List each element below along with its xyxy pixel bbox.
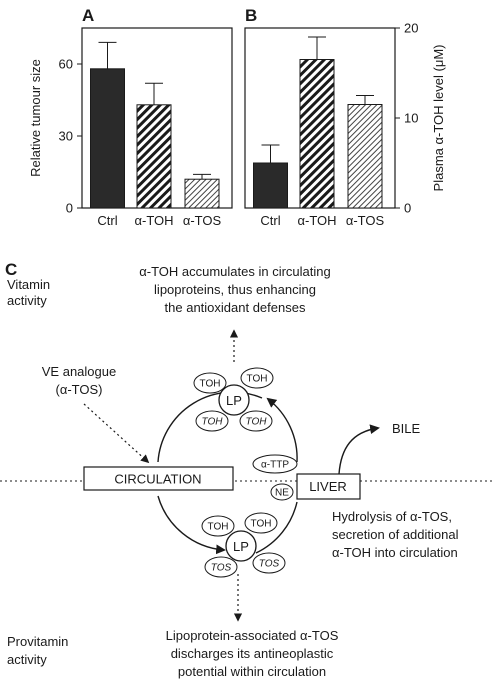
chart-a-category-label: α-TOH	[134, 213, 173, 228]
top-text-line2: lipoproteins, thus enhancing	[154, 282, 316, 297]
chart-b-category-label: Ctrl	[260, 213, 280, 228]
hydrolysis-line2: secretion of additional	[332, 527, 459, 542]
toh-ellipse	[240, 367, 274, 389]
ve-dotted-arrow	[83, 403, 150, 464]
chart-a-bar	[136, 104, 172, 209]
tos-label: TOS	[211, 563, 232, 574]
top-text-line3: the antioxidant defenses	[165, 300, 306, 315]
ve-analogue-line1: VE analogue	[42, 364, 116, 379]
toh-ellipse	[239, 410, 273, 432]
toh-ellipse	[244, 512, 278, 534]
toh-ellipse	[195, 410, 229, 432]
bile-arrow	[338, 424, 380, 475]
circulation-label: CIRCULATION	[114, 472, 201, 487]
chart-b-ytick-label: 20	[404, 21, 418, 36]
chart-b-category-label: α-TOS	[346, 213, 385, 228]
toh-label: TOH	[208, 522, 229, 533]
provitamin-label-line1: Provitamin	[7, 634, 68, 649]
lp-label: LP	[233, 539, 249, 554]
ne-label: NE	[275, 488, 289, 499]
chart-a-ytick-label: 60	[59, 57, 73, 72]
liver-label: LIVER	[309, 479, 347, 494]
toh-ellipse	[193, 372, 227, 394]
bottom-text-line2: discharges its antineoplastic	[171, 646, 334, 661]
chart-b-ylabel: Plasma α-TOH level (μM)	[431, 45, 446, 192]
ne-ellipse	[270, 483, 294, 501]
chart-a-ylabel: Relative tumour size	[28, 59, 43, 177]
chart-a-ytick-label: 0	[66, 201, 73, 216]
top-text-line1: α-TOH accumulates in circulating	[139, 264, 331, 279]
panel-c-letter: C	[5, 260, 17, 279]
ve-analogue-line2: (α-TOS)	[56, 382, 103, 397]
chart-b-bar	[253, 162, 288, 209]
lp-cluster-lower: TOH TOH TOS TOS LP	[201, 512, 286, 578]
chart-b-bar	[347, 104, 383, 209]
chart-b-category-label: α-TOH	[297, 213, 336, 228]
toh-label: TOH	[251, 519, 272, 530]
hydrolysis-line1: Hydrolysis of α-TOS,	[332, 509, 452, 524]
cycle-arc-lower-right	[255, 501, 298, 554]
panel-a-letter: A	[82, 6, 94, 25]
a-ttp-ellipse	[252, 454, 298, 474]
diagram-c: C Vitamin activity α-TOH accumulates in …	[0, 260, 493, 679]
chart-b-bar	[299, 59, 335, 209]
bottom-text-line3: potential within circulation	[178, 664, 326, 679]
vitamin-label-line2: activity	[7, 293, 47, 308]
hydrolysis-line3: α-TOH into circulation	[332, 545, 458, 560]
chart-b-ytick-label: 0	[404, 201, 411, 216]
a-ttp-label: α-TTP	[261, 460, 289, 471]
cycle-arc-lower-left	[157, 495, 226, 555]
cycle-arc-upper-right	[266, 397, 298, 463]
lp-cluster-upper: TOH TOH TOH TOH LP	[193, 367, 274, 432]
lp-circle	[218, 384, 250, 416]
bile-label: BILE	[392, 421, 421, 436]
toh-label: TOH	[246, 417, 268, 428]
chart-a-category-label: Ctrl	[97, 213, 117, 228]
toh-label: TOH	[200, 379, 221, 390]
provitamin-label-line2: activity	[7, 652, 47, 667]
vitamin-label-line1: Vitamin	[7, 277, 50, 292]
chart-a-ytick-label: 30	[59, 129, 73, 144]
tos-ellipse	[252, 552, 286, 574]
toh-label: TOH	[202, 417, 224, 428]
toh-ellipse	[201, 515, 235, 537]
toh-label: TOH	[247, 374, 268, 385]
tos-label: TOS	[259, 559, 280, 570]
circulation-box	[83, 466, 234, 491]
lp-label: LP	[226, 393, 242, 408]
chart-a-bar	[184, 178, 220, 209]
bottom-text-line1: Lipoprotein-associated α-TOS	[166, 628, 339, 643]
chart-a-bar	[90, 68, 125, 209]
liver-box	[296, 473, 361, 500]
panel-b-letter: B	[245, 6, 257, 25]
chart-b-ytick-label: 10	[404, 111, 418, 126]
lp-circle	[225, 530, 257, 562]
tos-ellipse	[204, 556, 238, 578]
chart-a-category-label: α-TOS	[183, 213, 222, 228]
